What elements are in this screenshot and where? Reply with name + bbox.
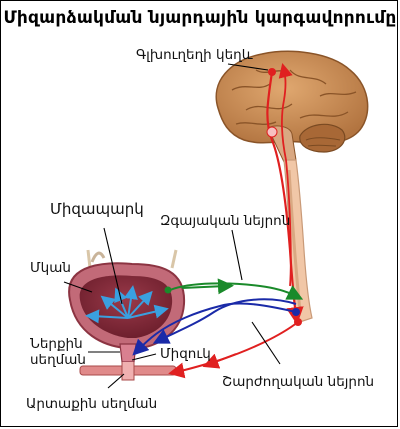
ascending-pathway — [278, 63, 293, 287]
bladder-pressure-arrows — [85, 285, 169, 324]
diagram-title: Միզարձակման նյարդային կարգավորումը — [3, 8, 397, 28]
label-muscle: Մկան — [30, 260, 71, 276]
bladder — [68, 249, 186, 381]
parasympathetic-pathway — [132, 302, 297, 356]
label-external-sphincter: Արտաքին սեղման — [26, 396, 158, 412]
brain — [215, 50, 369, 163]
sensory-pathway — [169, 282, 304, 300]
label-bladder: Միզապարկ — [50, 200, 144, 218]
motor-neuron-body — [292, 308, 300, 316]
sensory-receptor — [164, 286, 172, 294]
label-motor-neuron: Շարժողական նեյրոն — [222, 374, 375, 390]
brainstem-center — [266, 126, 278, 138]
leader-lines — [63, 63, 281, 389]
cortex-neuron — [268, 68, 276, 76]
label-cortex: Գլխուղեղի կեղև — [136, 47, 253, 63]
somatic-neuron-body — [294, 318, 302, 326]
label-internal-sphincter-2: սեղման — [30, 352, 86, 368]
label-internal-sphincter-1: Ներքին — [30, 336, 83, 352]
label-sensory-neuron: Զգայական նեյրոն — [160, 213, 291, 229]
label-urethra: Միզուկ — [160, 346, 211, 362]
